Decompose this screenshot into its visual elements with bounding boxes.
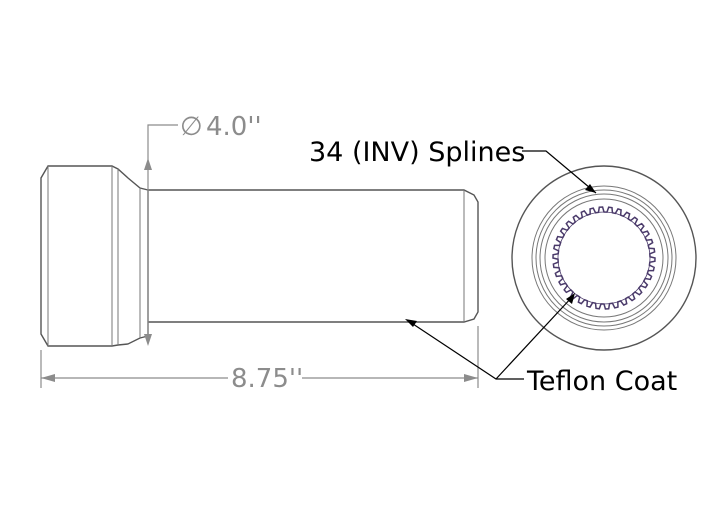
length-value: 8.75'' (231, 364, 303, 394)
splines-leader (522, 150, 597, 194)
splines-arrow (585, 184, 596, 193)
length-arrow-left (41, 374, 55, 382)
shaft-body-outline (148, 189, 479, 323)
coating-note: Teflon Coat (405, 293, 677, 397)
diameter-dimension: ∅ 4.0'' (144, 112, 262, 346)
end-outer-circle (511, 165, 697, 351)
splines-note: 34 (INV) Splines (309, 137, 597, 194)
shaft-head-outline (40, 165, 149, 347)
coating-leader-side (409, 321, 524, 380)
diameter-arrow-top (144, 158, 152, 170)
diameter-arrow-bottom (144, 334, 152, 346)
end-ring-3 (544, 198, 664, 318)
end-ring-1 (535, 189, 673, 327)
coating-leader-end (495, 295, 574, 380)
diameter-value: 4.0'' (206, 112, 262, 142)
end-chamfer-circle (531, 185, 677, 331)
end-ring-2 (539, 193, 669, 323)
spline-bore (552, 206, 656, 310)
splines-note-text: 34 (INV) Splines (309, 137, 525, 168)
coating-arrow-side (405, 319, 417, 327)
coating-note-text: Teflon Coat (526, 366, 677, 397)
coating-arrow-end (566, 293, 575, 304)
diameter-leader (147, 124, 178, 190)
end-view (511, 165, 697, 351)
diameter-symbol: ∅ (180, 112, 203, 142)
length-arrow-right (464, 374, 478, 382)
spline-root-circle (557, 211, 651, 305)
side-view (40, 165, 479, 347)
length-dimension: 8.75'' (40, 326, 479, 394)
